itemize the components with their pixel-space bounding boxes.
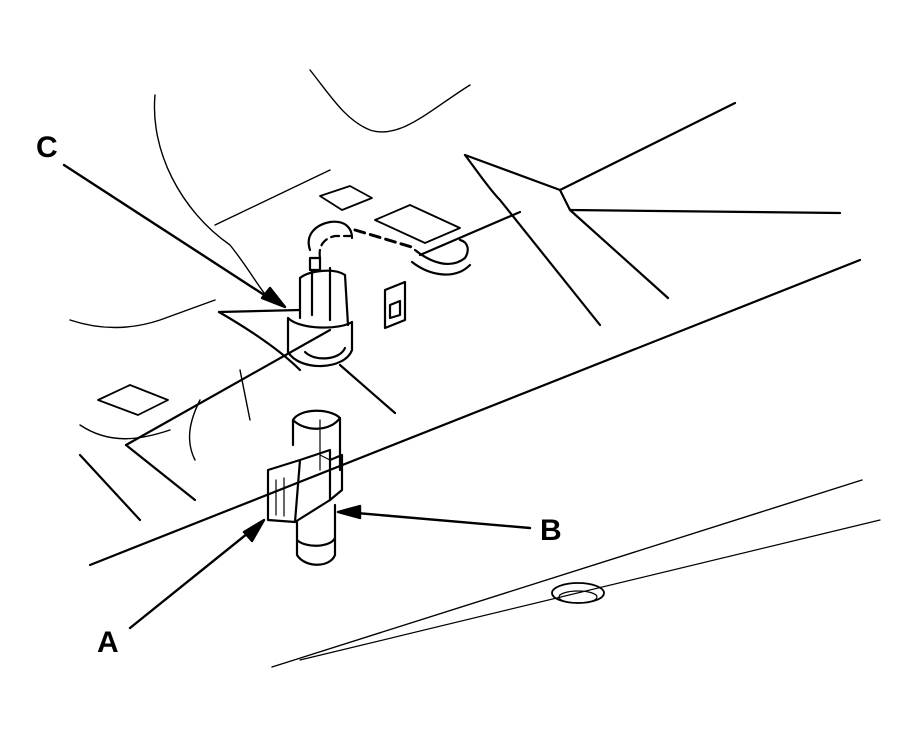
connector-c: [286, 220, 472, 368]
body-contours: [69, 69, 471, 461]
panel-holes: [97, 185, 605, 604]
callout-label-c: C: [36, 131, 58, 164]
switch-assembly: [266, 409, 344, 566]
frame-panels: [78, 101, 881, 668]
leader-lines: [62, 163, 532, 630]
callout-label-b: B: [540, 514, 562, 547]
callout-label-a: A: [97, 626, 119, 659]
